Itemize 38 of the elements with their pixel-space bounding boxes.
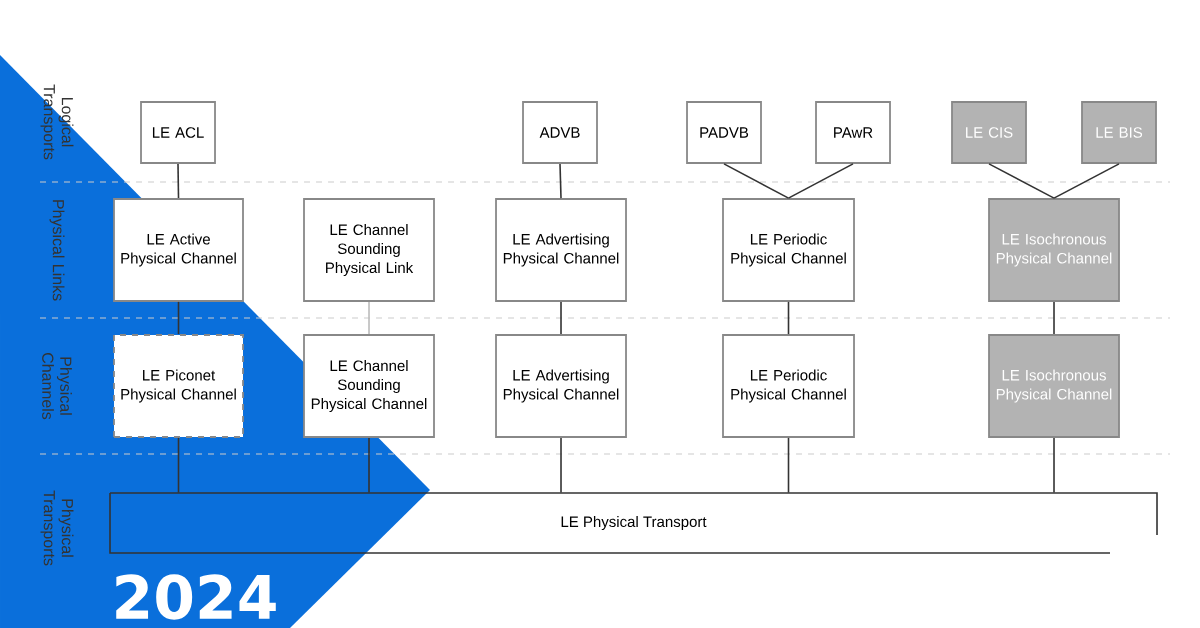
logical-transport-box: PAwR [815,101,891,164]
channel-box: LE Channel Sounding Physical Channel [303,334,435,438]
connector-line [560,301,562,335]
channel-box: LE Isochronous Physical Channel [988,198,1120,302]
connector-line [787,437,790,494]
connector-line [1053,163,1120,199]
connector-line [787,301,790,335]
connector-line [559,163,562,199]
channel-box: LE Active Physical Channel [113,198,244,302]
logical-transport-box: LE BIS [1081,101,1157,164]
logical-transport-box: LE ACL [140,101,216,164]
connector-line [988,163,1055,199]
connector-line [560,437,562,494]
channel-box: LE Advertising Physical Channel [495,334,627,438]
connector-line [1053,301,1055,335]
channel-box: LE Piconet Physical Channel [113,334,244,438]
logical-transport-box: LE CIS [951,101,1027,164]
lane-label: Physical Transports [40,490,74,566]
connector-line [177,301,180,335]
connector-line [177,437,180,494]
connector-line [1053,437,1055,494]
connector-line [177,163,180,199]
connector-line [723,163,790,199]
logical-transport-box: ADVB [522,101,598,164]
channel-box: LE Periodic Physical Channel [722,334,855,438]
connector-line [368,301,370,335]
channel-box: LE Advertising Physical Channel [495,198,627,302]
year-text: 2024 [116,574,276,620]
channel-box: LE Isochronous Physical Channel [988,334,1120,438]
channel-box: LE Channel Sounding Physical Link [303,198,435,302]
connector-line [787,163,854,199]
logical-transport-box: PADVB [686,101,762,164]
connector-line [368,437,370,494]
lane-label: Physical Links [49,200,65,301]
transport-box: LE Physical Transport [109,492,1158,554]
channel-box: LE Periodic Physical Channel [722,198,855,302]
lane-label: Logical Transports [40,84,74,160]
lane-label: Physical Channels [42,353,72,420]
